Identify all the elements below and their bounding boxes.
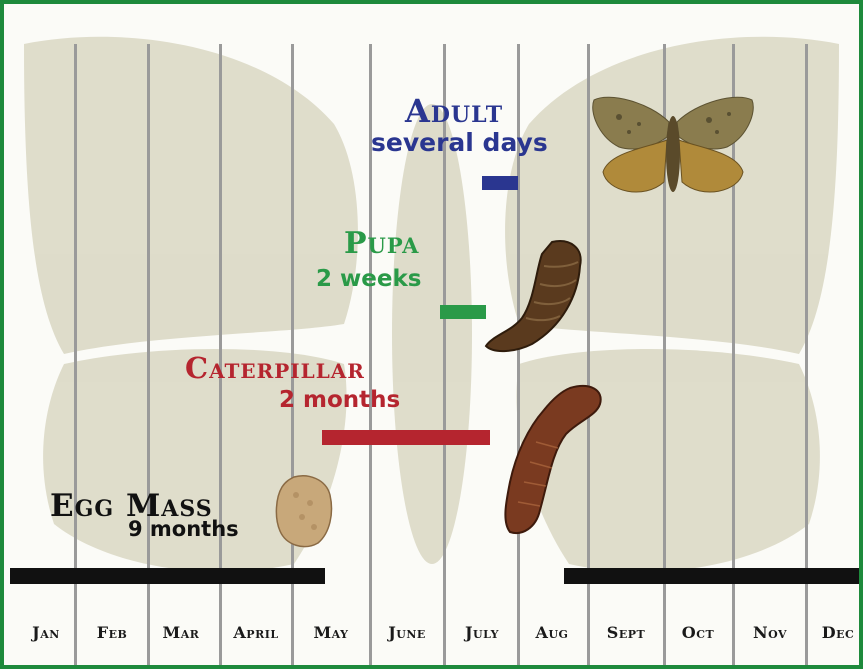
month-label-nov: Nov	[733, 623, 807, 642]
adult-title: Adult	[405, 92, 503, 130]
month-label-dec: Dec	[801, 623, 863, 642]
month-label-feb: Feb	[75, 623, 149, 642]
month-label-oct: Oct	[661, 623, 735, 642]
egg-mass-bar-left	[10, 568, 325, 584]
pupa-image	[482, 236, 588, 358]
month-label-jan: Jan	[9, 623, 83, 642]
pupa-bar	[440, 305, 486, 319]
caterpillar-image	[500, 382, 608, 540]
caterpillar-title: Caterpillar	[185, 351, 365, 385]
pupa-title: Pupa	[344, 226, 419, 261]
month-label-june: June	[370, 623, 444, 642]
egg-mass-image	[274, 473, 334, 549]
egg-mass-bar-right	[564, 568, 859, 584]
pupa-duration: 2 weeks	[316, 266, 421, 292]
month-label-mar: Mar	[144, 623, 218, 642]
caterpillar-bar	[322, 430, 490, 445]
moth-image	[589, 92, 757, 204]
month-label-may: May	[294, 623, 368, 642]
month-label-april: April	[219, 623, 293, 642]
caterpillar-duration: 2 months	[279, 387, 400, 413]
month-label-aug: Aug	[515, 623, 589, 642]
egg-mass-duration: 9 months	[128, 517, 239, 541]
month-label-july: July	[445, 623, 519, 642]
month-label-sept: Sept	[589, 623, 663, 642]
adult-bar	[482, 176, 518, 190]
adult-duration: several days	[371, 128, 548, 157]
